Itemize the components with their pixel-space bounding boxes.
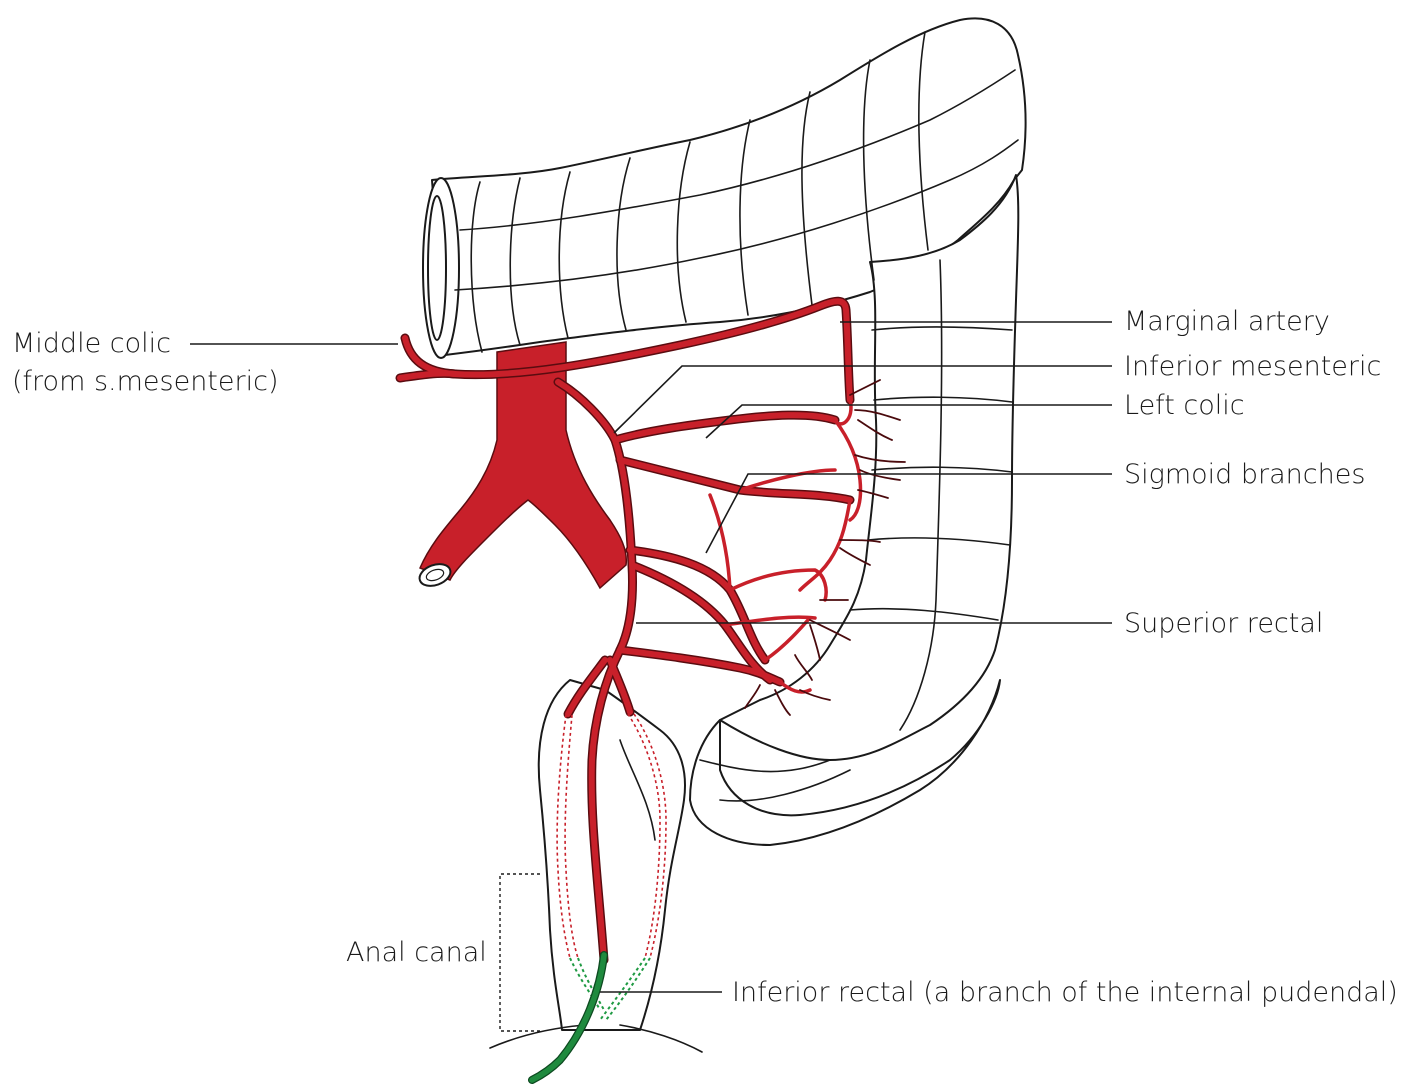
label-middle-colic: Middle colic (12, 328, 171, 359)
label-inferior-mesenteric: Inferior mesenteric (1124, 351, 1382, 382)
label-middle-colic-source: (from s.mesenteric) (12, 366, 279, 397)
label-left-colic: Left colic (1124, 390, 1245, 421)
label-marginal-artery: Marginal artery (1124, 306, 1330, 337)
inferior-rectal-artery (528, 951, 608, 1084)
label-anal-canal: Anal canal (346, 937, 487, 968)
label-sigmoid-branches: Sigmoid branches (1124, 459, 1366, 490)
label-inferior-rectal: Inferior rectal (a branch of the interna… (732, 977, 1398, 1008)
label-superior-rectal: Superior rectal (1124, 608, 1324, 639)
aorta (418, 341, 628, 590)
vasa-recta (744, 379, 906, 716)
leader-lines (190, 321, 1112, 1032)
